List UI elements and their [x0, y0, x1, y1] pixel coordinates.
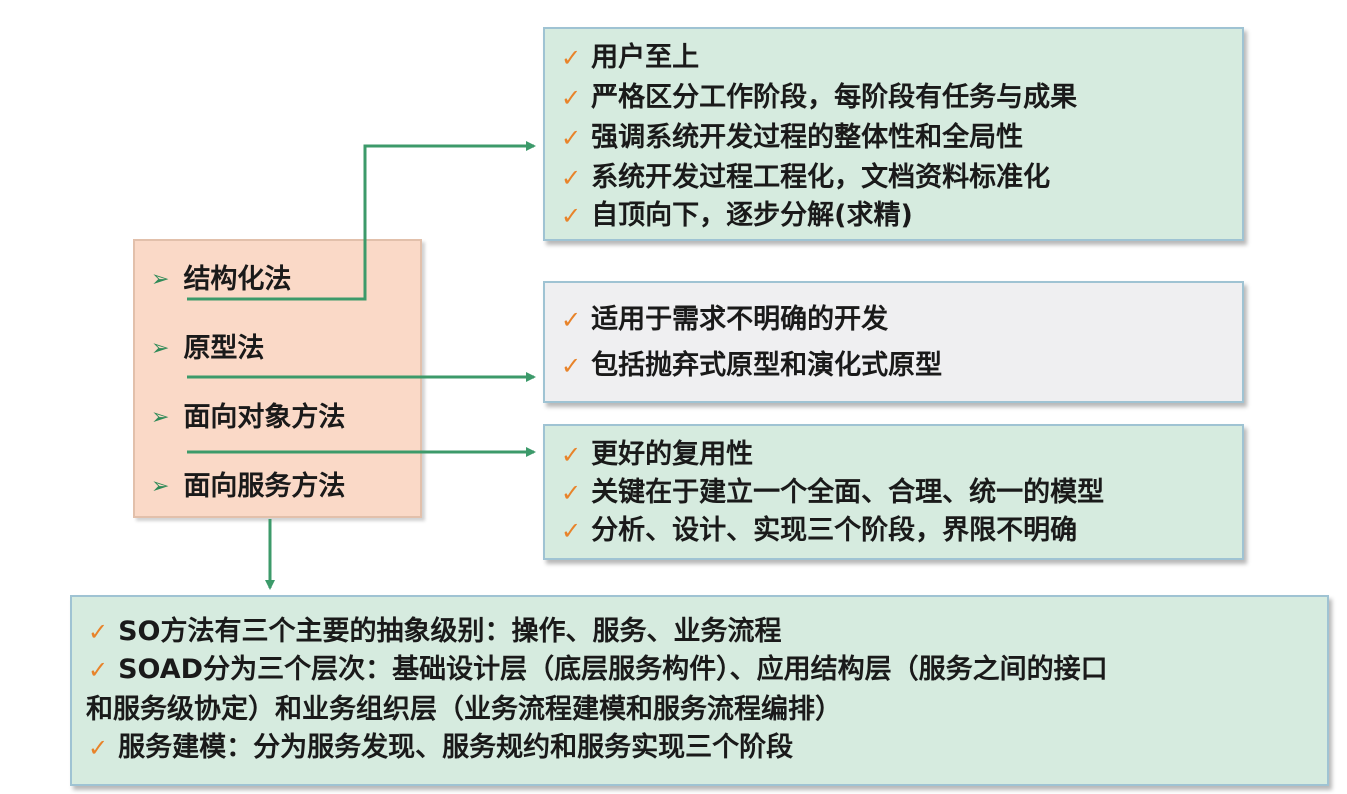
object-oriented-method-box: ✓ 更好的复用性 ✓ 关键在于建立一个全面、合理、统一的模型 ✓ 分析、设计、实… — [543, 424, 1244, 560]
check-icon: ✓ — [561, 124, 582, 152]
list-item: ✓ 用户至上 — [561, 42, 700, 73]
prototype-method-box: ✓ 适用于需求不明确的开发 ✓ 包括抛弃式原型和演化式原型 — [543, 281, 1244, 403]
check-icon: ✓ — [88, 656, 109, 684]
method-item-prototype: ➢ 原型法 — [151, 333, 265, 364]
method-list-box: ➢ 结构化法 ➢ 原型法 ➢ 面向对象方法 ➢ 面向服务方法 — [133, 239, 422, 518]
method-item-service-oriented: ➢ 面向服务方法 — [151, 471, 346, 502]
arrow-bullet-icon: ➢ — [151, 405, 170, 430]
list-item: ✓ 分析、设计、实现三个阶段，界限不明确 — [561, 515, 1078, 546]
list-item: ✓ 更好的复用性 — [561, 439, 754, 470]
check-icon: ✓ — [88, 618, 109, 646]
check-icon: ✓ — [561, 202, 582, 230]
check-icon: ✓ — [561, 84, 582, 112]
list-item: ✓ 严格区分工作阶段，每阶段有任务与成果 — [561, 82, 1078, 113]
list-item: ✓ 自顶向下，逐步分解(求精) — [561, 200, 913, 231]
list-item: ✓ SO方法有三个主要的抽象级别：操作、服务、业务流程 — [88, 616, 782, 647]
check-icon: ✓ — [561, 164, 582, 192]
check-icon: ✓ — [561, 306, 582, 334]
check-icon: ✓ — [88, 734, 109, 762]
arrow-bullet-icon: ➢ — [151, 336, 170, 361]
check-icon: ✓ — [561, 44, 582, 72]
check-icon: ✓ — [561, 517, 582, 545]
arrow-bullet-icon: ➢ — [151, 267, 170, 292]
arrow-bullet-icon: ➢ — [151, 474, 170, 499]
check-icon: ✓ — [561, 441, 582, 469]
list-item: ✓ 强调系统开发过程的整体性和全局性 — [561, 122, 1024, 153]
list-item: ✓ 系统开发过程工程化，文档资料标准化 — [561, 162, 1051, 193]
list-item: ✓ 关键在于建立一个全面、合理、统一的模型 — [561, 477, 1105, 508]
list-item: ✓ 服务建模：分为服务发现、服务规约和服务实现三个阶段 — [88, 732, 794, 763]
check-icon: ✓ — [561, 352, 582, 380]
list-item: ✓ 适用于需求不明确的开发 — [561, 304, 889, 335]
list-item: ✓ SOAD分为三个层次：基础设计层（底层服务构件）、应用结构层（服务之间的接口 — [88, 654, 1108, 685]
structured-method-box: ✓ 用户至上 ✓ 严格区分工作阶段，每阶段有任务与成果 ✓ 强调系统开发过程的整… — [543, 27, 1244, 241]
method-item-object-oriented: ➢ 面向对象方法 — [151, 402, 346, 433]
method-item-structured: ➢ 结构化法 — [151, 264, 292, 295]
service-oriented-method-box: ✓ SO方法有三个主要的抽象级别：操作、服务、业务流程 ✓ SOAD分为三个层次… — [70, 595, 1329, 786]
list-item-continuation: 和服务级协定）和业务组织层（业务流程建模和服务流程编排） — [86, 694, 842, 725]
check-icon: ✓ — [561, 479, 582, 507]
list-item: ✓ 包括抛弃式原型和演化式原型 — [561, 350, 943, 381]
